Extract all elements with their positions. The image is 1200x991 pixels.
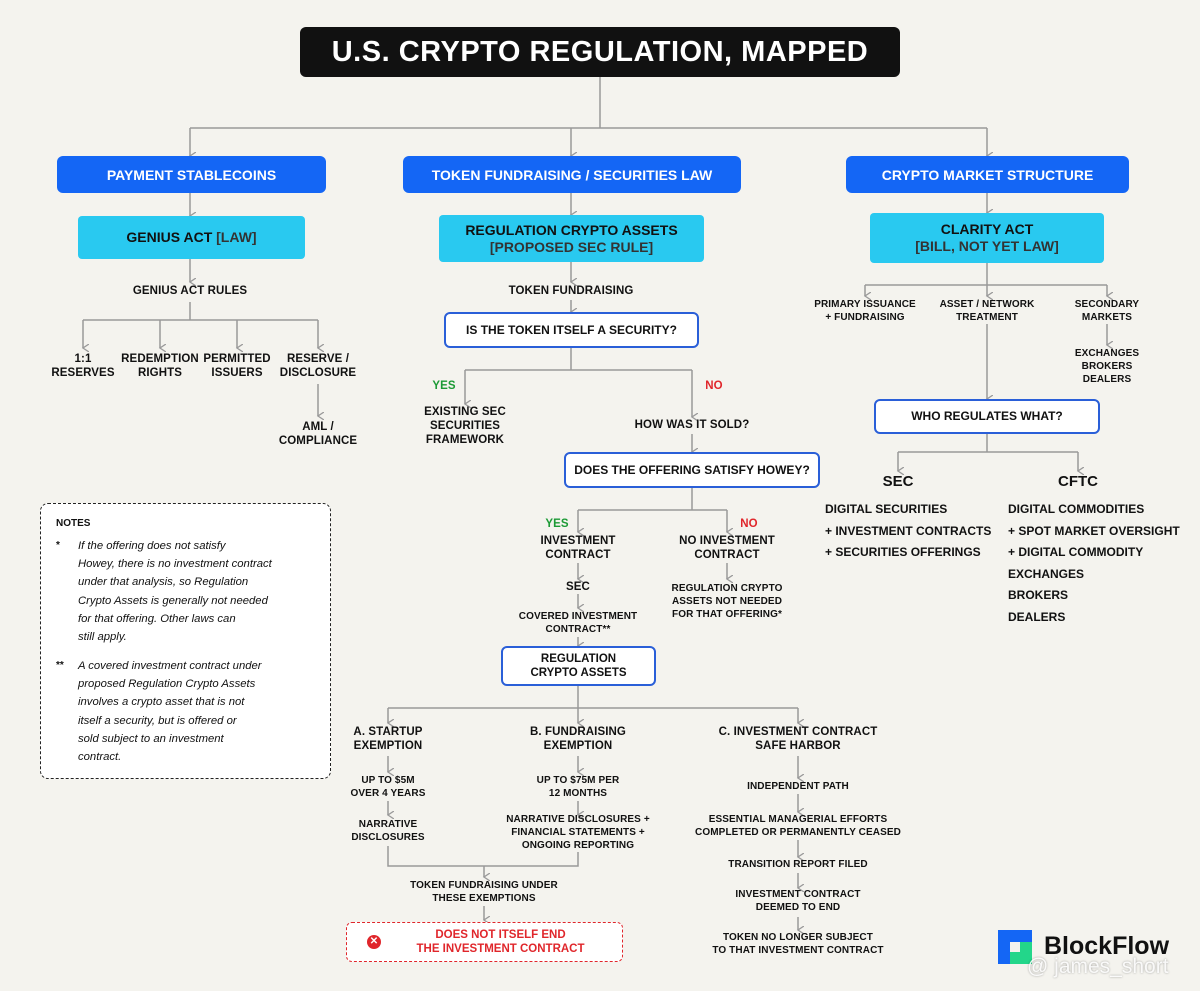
x-circle-icon: ✕ [367,935,381,949]
safe-harbor-step: INDEPENDENT PATH [747,781,849,792]
fundraising-limit: UP TO $75M PER 12 MONTHS [536,775,620,799]
safe-harbor-step: INVESTMENT CONTRACT DEEMED TO END [735,889,861,913]
howey-question: DOES THE OFFERING SATISFY HOWEY? [564,452,820,488]
header-token-fundraising: TOKEN FUNDRAISING / SECURITIES LAW [403,156,741,193]
cftc-heading: CFTC [1058,473,1098,490]
safe-harbor-title: C. INVESTMENT CONTRACT SAFE HARBOR [718,726,878,752]
genius-act-status: [LAW] [216,229,257,245]
how-sold-label: HOW WAS IT SOLD? [634,419,750,431]
primary-issuance: PRIMARY ISSUANCE + FUNDRAISING [814,299,916,323]
note-text: A covered investment contract under prop… [78,660,262,764]
startup-disclosures: NARRATIVE DISCLOSURES [351,819,425,843]
page-title: U.S. CRYPTO REGULATION, MAPPED [300,27,900,77]
existing-sec-framework: EXISTING SEC SECURITIES FRAMEWORK [424,406,506,446]
yes-label-2: YES [545,518,569,530]
header-market-structure: CRYPTO MARKET STRUCTURE [846,156,1129,193]
who-regulates-question: WHO REGULATES WHAT? [874,399,1100,434]
genius-act-box: GENIUS ACT [LAW] [78,216,305,259]
sec-heading: SEC [882,473,914,490]
startup-limit: UP TO $5M OVER 4 YEARS [350,775,426,799]
rule-reserves: 1:1 RESERVES [51,353,115,379]
safe-harbor-step: TOKEN NO LONGER SUBJECT TO THAT INVESTME… [712,932,884,956]
note-marker: ** [56,660,64,671]
notes-heading: NOTES [56,518,91,529]
clarity-act-name: CLARITY ACT [940,221,1034,237]
clarity-act-box: CLARITY ACT [BILL, NOT YET LAW] [870,213,1104,263]
no-label-2: NO [740,518,758,530]
sec-label: SEC [566,581,590,593]
yes-label: YES [432,380,456,392]
does-not-end-text: DOES NOT ITSELF END THE INVESTMENT CONTR… [416,929,585,955]
not-needed-label: REGULATION CRYPTO ASSETS NOT NEEDED FOR … [671,583,783,620]
note-marker: * [56,540,60,551]
blockflow-logo-icon [998,930,1032,964]
header-payment-stablecoins: PAYMENT STABLECOINS [57,156,326,193]
reg-crypto-assets-status: [PROPOSED SEC RULE] [489,238,654,255]
covered-contract-label: COVERED INVESTMENT CONTRACT** [518,611,638,635]
safe-harbor-step: TRANSITION REPORT FILED [728,859,868,870]
no-label: NO [705,380,723,392]
startup-exemption-title: A. STARTUP EXEMPTION [353,726,423,752]
blockflow-logo [998,930,1032,964]
note-text: If the offering does not satisfy Howey, … [78,540,272,644]
reg-crypto-assets-box: REGULATION CRYPTO ASSETS [PROPOSED SEC R… [439,215,704,262]
notes-panel: NOTES * If the offering does not satisfy… [40,503,331,779]
rule-disclosure: RESERVE / DISCLOSURE [279,353,357,379]
watermark: @ james_short [1027,955,1169,978]
rule-issuers: PERMITTED ISSUERS [203,353,271,379]
investment-contract: INVESTMENT CONTRACT [540,535,616,561]
aml-compliance: AML / COMPLIANCE [278,421,358,447]
fundraising-exemption-title: B. FUNDRAISING EXEMPTION [530,726,626,752]
token-fundraising-label: TOKEN FUNDRAISING [508,285,634,297]
is-security-question: IS THE TOKEN ITSELF A SECURITY? [444,312,699,348]
asset-network-treatment: ASSET / NETWORK TREATMENT [939,299,1035,323]
genius-act-name: GENIUS ACT [126,229,213,245]
no-investment-contract: NO INVESTMENT CONTRACT [679,535,775,561]
rule-redemption: REDEMPTION RIGHTS [121,353,199,379]
reg-crypto-assets-name: REGULATION CRYPTO ASSETS [465,221,678,238]
fundraising-disclosures: NARRATIVE DISCLOSURES + FINANCIAL STATEM… [506,814,650,851]
cftc-jurisdiction-list: DIGITAL COMMODITIES + SPOT MARKET OVERSI… [1008,502,1180,624]
sec-jurisdiction-list: DIGITAL SECURITIES + INVESTMENT CONTRACT… [825,502,992,559]
genius-rules-label: GENIUS ACT RULES [132,285,248,297]
safe-harbor-step: ESSENTIAL MANAGERIAL EFFORTS COMPLETED O… [695,814,901,838]
clarity-act-status: [BILL, NOT YET LAW] [915,238,1059,254]
secondary-markets: SECONDARY MARKETS [1074,299,1140,323]
regulation-crypto-assets-box: REGULATION CRYPTO ASSETS [501,646,656,686]
does-not-end-warning: ✕ DOES NOT ITSELF END THE INVESTMENT CON… [346,922,623,962]
market-venues: EXCHANGES BROKERS DEALERS [1074,348,1140,385]
under-exemptions-label: TOKEN FUNDRAISING UNDER THESE EXEMPTIONS [410,880,558,904]
brand-name: BlockFlow [1044,932,1170,960]
